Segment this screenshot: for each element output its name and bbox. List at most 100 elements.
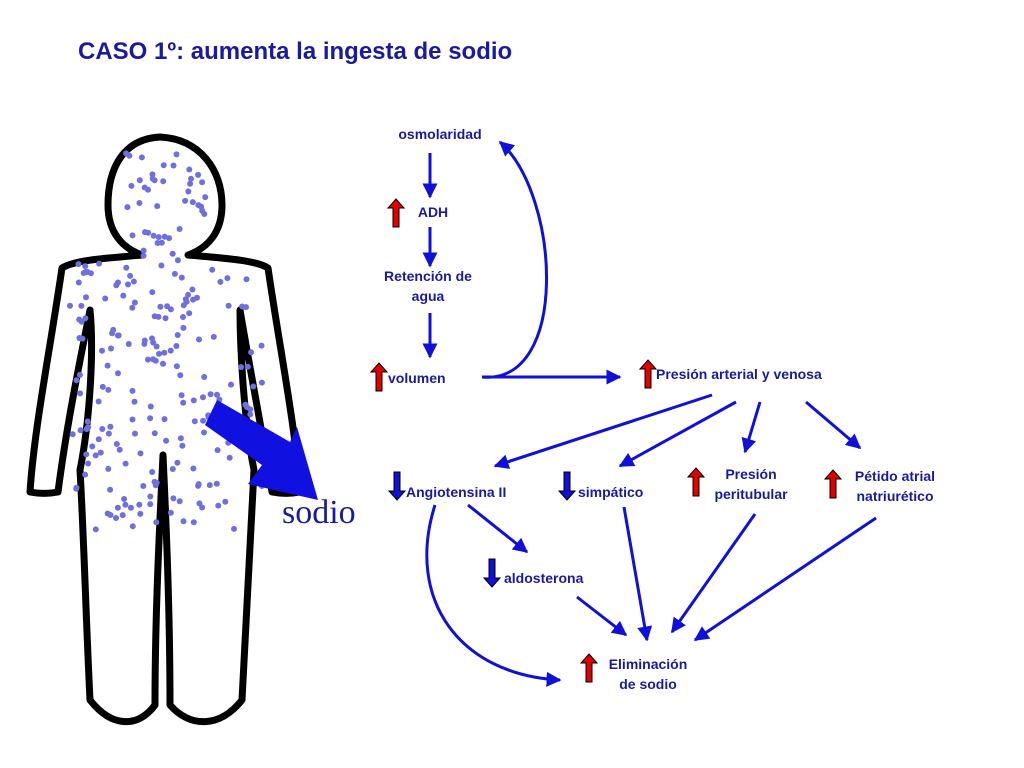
sodium-dot bbox=[76, 335, 83, 341]
sodium-dot bbox=[145, 186, 151, 193]
sodium-dot bbox=[116, 446, 123, 453]
sodium-dot bbox=[69, 431, 76, 438]
sodium-dot bbox=[156, 350, 162, 357]
sodium-dot bbox=[177, 372, 184, 379]
indicator-up-volumen-icon bbox=[369, 362, 389, 392]
arrow-peptido-eliminacion bbox=[693, 516, 877, 642]
sodium-dot bbox=[190, 397, 197, 404]
sodium-dot bbox=[120, 292, 127, 299]
sodium-dot bbox=[124, 204, 131, 211]
indicator-up-presion-peritubular-icon bbox=[686, 467, 706, 497]
sodium-dot bbox=[185, 291, 192, 298]
sodium-dot bbox=[155, 234, 162, 241]
node-presion-arterial: Presión arterial y venosa bbox=[656, 366, 822, 382]
sodium-dot bbox=[225, 302, 232, 309]
sodium-dot bbox=[161, 416, 168, 423]
sodium-dot bbox=[82, 315, 89, 322]
indicator-down-angiotensina-icon bbox=[387, 471, 407, 501]
sodium-dot bbox=[73, 485, 80, 492]
sodium-dot bbox=[129, 416, 136, 423]
sodium-dot bbox=[84, 268, 91, 275]
sodium-dot bbox=[239, 303, 246, 310]
node-aldosterona: aldosterona bbox=[504, 570, 584, 586]
sodium-dot bbox=[99, 347, 105, 354]
sodium-dot bbox=[155, 313, 162, 320]
sodium-dot bbox=[202, 194, 209, 201]
sodium-dot bbox=[191, 418, 198, 425]
sodium-dot bbox=[77, 427, 84, 434]
sodium-dot bbox=[147, 415, 154, 422]
sodium-dot bbox=[149, 289, 156, 296]
sodio-label: sodio bbox=[282, 494, 356, 531]
sodium-dot bbox=[92, 526, 99, 533]
sodium-dot bbox=[162, 315, 169, 322]
sodium-dot bbox=[132, 430, 138, 437]
sodium-dot bbox=[189, 286, 196, 293]
sodium-dot bbox=[164, 303, 171, 310]
sodium-dot bbox=[169, 466, 176, 472]
arrow-volumen-osmolaridad bbox=[481, 140, 549, 379]
sodium-dot bbox=[119, 512, 126, 519]
sodium-dot bbox=[76, 371, 83, 378]
sodium-dot bbox=[206, 482, 213, 489]
arrow-peritubular-eliminacion bbox=[670, 513, 757, 634]
sodium-dot bbox=[127, 504, 134, 511]
sodium-dot bbox=[196, 336, 202, 343]
sodium-dot bbox=[207, 391, 214, 398]
sodium-dot bbox=[73, 377, 80, 384]
sodium-dot bbox=[75, 261, 82, 268]
sodium-dot bbox=[190, 296, 197, 303]
sodium-dot bbox=[105, 430, 112, 437]
arrow-presion-simpatico bbox=[618, 400, 737, 468]
sodium-dot bbox=[99, 383, 106, 390]
sodium-dot bbox=[201, 429, 207, 436]
sodium-dot bbox=[113, 515, 119, 521]
sodium-dot bbox=[83, 451, 90, 458]
sodium-dot bbox=[173, 151, 180, 158]
indicator-up-adh-icon bbox=[386, 198, 406, 228]
sodium-dot bbox=[147, 403, 154, 410]
node-presion-peritubular: Presión peritubular bbox=[714, 466, 788, 502]
sodium-dot bbox=[200, 394, 206, 401]
sodium-dot bbox=[147, 501, 154, 508]
sodium-dot bbox=[171, 270, 178, 277]
sodium-dot bbox=[85, 424, 92, 431]
sodium-dot bbox=[186, 166, 193, 173]
sodium-dot bbox=[102, 295, 109, 302]
arrow-presion-angiotensina bbox=[493, 393, 713, 469]
sodium-dot bbox=[82, 263, 89, 270]
sodium-dot bbox=[231, 525, 237, 532]
sodium-dot bbox=[147, 493, 154, 500]
sodium-dot bbox=[242, 401, 249, 408]
sodium-dot bbox=[136, 177, 143, 184]
sodium-dot bbox=[137, 450, 144, 457]
sodium-dot bbox=[140, 483, 147, 489]
sodium-dot bbox=[228, 381, 234, 388]
indicator-up-presion-arterial-icon bbox=[638, 359, 658, 389]
sodium-dot bbox=[160, 360, 166, 367]
sodium-dot bbox=[113, 441, 120, 447]
sodium-dot bbox=[153, 519, 160, 526]
node-volumen: volumen bbox=[388, 370, 446, 386]
sodium-dot bbox=[122, 460, 129, 467]
indicator-down-simpatico-icon bbox=[557, 471, 577, 501]
sodium-dot bbox=[214, 391, 220, 398]
sodium-dot bbox=[153, 479, 160, 486]
sodium-dot bbox=[188, 175, 194, 182]
sodium-dot bbox=[186, 310, 193, 317]
flow-arrows bbox=[422, 140, 877, 687]
sodium-dot bbox=[136, 501, 143, 508]
sodium-dot bbox=[217, 278, 224, 285]
sodium-dot bbox=[82, 471, 89, 478]
indicator-arrows bbox=[369, 198, 843, 683]
sodium-dot bbox=[210, 333, 217, 340]
sodium-dot bbox=[84, 418, 91, 425]
sodium-dot bbox=[104, 510, 111, 517]
node-adh: ADH bbox=[417, 204, 449, 220]
sodium-dot bbox=[214, 447, 221, 454]
sodium-dot bbox=[200, 417, 207, 424]
sodium-dot bbox=[160, 178, 167, 185]
node-osmolaridad: osmolaridad bbox=[398, 126, 482, 142]
sodium-dot bbox=[258, 379, 265, 386]
